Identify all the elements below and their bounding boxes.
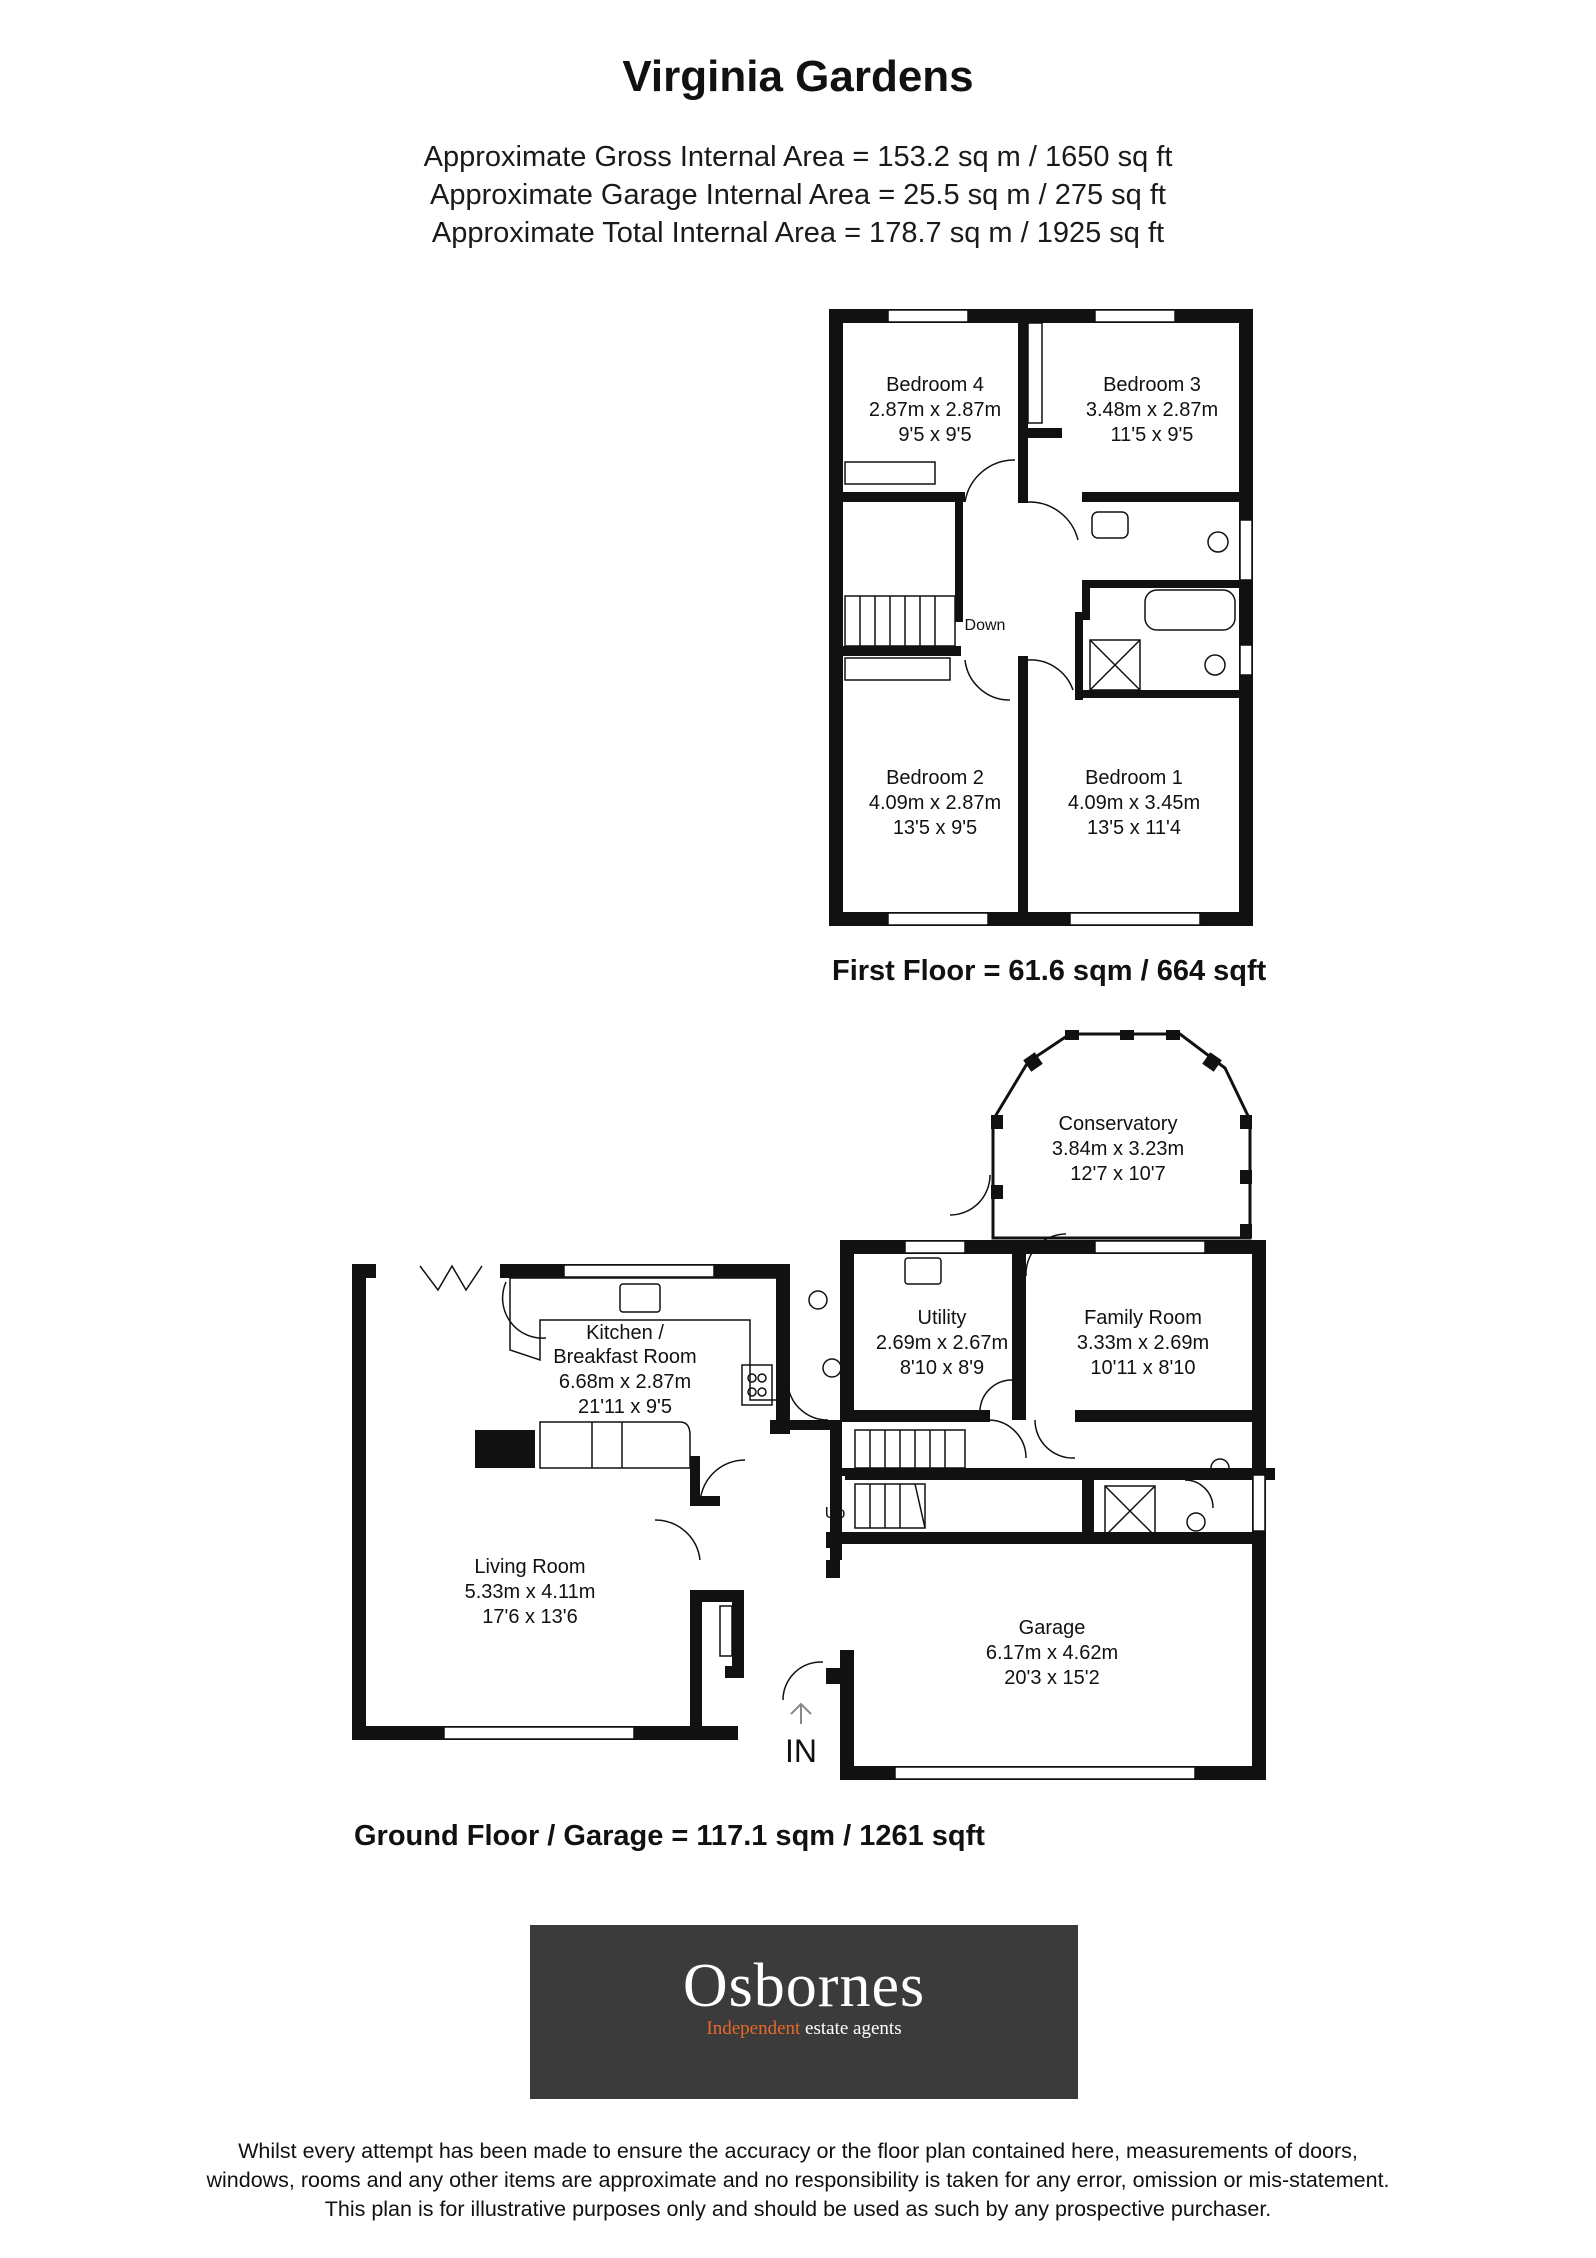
agent-tagline-rest: estate agents bbox=[800, 2018, 902, 2039]
stairs-down-label: Down bbox=[965, 617, 1006, 634]
agent-tagline-accent: Independent bbox=[706, 2018, 801, 2039]
area-summary: Approximate Gross Internal Area = 153.2 … bbox=[0, 138, 1596, 252]
kitchen-name-2: Breakfast Room bbox=[553, 1346, 696, 1368]
bedroom4-metric: 2.87m x 2.87m bbox=[869, 399, 1001, 421]
first-floor-plan: Bedroom 4 2.87m x 2.87m 9'5 x 9'5 Bedroo… bbox=[829, 309, 1253, 926]
bedroom3-imperial: 11'5 x 9'5 bbox=[1111, 424, 1194, 446]
bathroom-fixtures bbox=[1089, 511, 1236, 691]
bedroom2-metric: 4.09m x 2.87m bbox=[869, 792, 1001, 814]
entrance-label: IN bbox=[785, 1733, 817, 1769]
plan-title: Virginia Gardens bbox=[622, 52, 974, 101]
bedroom2-imperial: 13'5 x 9'5 bbox=[893, 817, 977, 839]
bedroom4-name: Bedroom 4 bbox=[886, 374, 984, 396]
utility-imperial: 8'10 x 8'9 bbox=[900, 1357, 984, 1379]
conservatory-outline bbox=[991, 1030, 1252, 1240]
bedroom4-imperial: 9'5 x 9'5 bbox=[898, 424, 971, 446]
stairs-up-label: Up bbox=[825, 1505, 846, 1522]
kitchen-name: Kitchen / bbox=[586, 1322, 664, 1344]
garage-metric: 6.17m x 4.62m bbox=[986, 1642, 1118, 1664]
bedroom1-metric: 4.09m x 3.45m bbox=[1068, 792, 1200, 814]
first-floor-total: First Floor = 61.6 sqm / 664 sqft bbox=[832, 955, 1267, 987]
kitchen-metric: 6.68m x 2.87m bbox=[559, 1371, 691, 1393]
conservatory-name: Conservatory bbox=[1059, 1113, 1178, 1135]
disclaimer-line-2: windows, rooms and any other items are a… bbox=[206, 2168, 1390, 2192]
agent-tagline: Independent estate agents bbox=[530, 2018, 1078, 2040]
bedroom1-name: Bedroom 1 bbox=[1085, 767, 1183, 789]
garage-name: Garage bbox=[1019, 1617, 1086, 1639]
bedroom3-metric: 3.48m x 2.87m bbox=[1086, 399, 1218, 421]
total-area: Approximate Total Internal Area = 178.7 … bbox=[431, 217, 1165, 249]
disclaimer-line-1: Whilst every attempt has been made to en… bbox=[238, 2139, 1358, 2163]
ground-floor-total: Ground Floor / Garage = 117.1 sqm / 1261… bbox=[354, 1820, 985, 1852]
kitchen-fixtures bbox=[509, 1257, 1230, 1657]
living-room-imperial: 17'6 x 13'6 bbox=[482, 1606, 578, 1628]
bedroom2-name: Bedroom 2 bbox=[886, 767, 984, 789]
conservatory-metric: 3.84m x 3.23m bbox=[1052, 1138, 1184, 1160]
ground-floor-stairs bbox=[854, 1429, 966, 1529]
ground-floor-doors bbox=[419, 1174, 1214, 1701]
bedroom3-name: Bedroom 3 bbox=[1103, 374, 1201, 396]
family-room-name: Family Room bbox=[1084, 1307, 1202, 1329]
gross-area: Approximate Gross Internal Area = 153.2 … bbox=[423, 141, 1173, 173]
first-floor-windows bbox=[887, 309, 1253, 926]
ground-floor-plan: Conservatory 3.84m x 3.23m 12'7 x 10'7 K… bbox=[352, 1030, 1275, 1780]
first-floor-stairs bbox=[844, 595, 956, 647]
bedroom1-imperial: 13'5 x 11'4 bbox=[1087, 817, 1181, 839]
agent-logo: Osbornes Independent estate agents bbox=[530, 1925, 1078, 2099]
conservatory-imperial: 12'7 x 10'7 bbox=[1070, 1163, 1166, 1185]
agent-name: Osbornes bbox=[682, 1952, 926, 2020]
utility-name: Utility bbox=[918, 1307, 967, 1329]
entrance-arrow-icon bbox=[790, 1702, 812, 1724]
first-floor-doors bbox=[964, 459, 1079, 701]
living-room-metric: 5.33m x 4.11m bbox=[465, 1581, 596, 1603]
ground-floor-windows bbox=[443, 1240, 1266, 1780]
garage-area: Approximate Garage Internal Area = 25.5 … bbox=[430, 179, 1166, 211]
utility-metric: 2.69m x 2.67m bbox=[876, 1332, 1008, 1354]
kitchen-imperial: 21'11 x 9'5 bbox=[578, 1396, 672, 1418]
living-room-name: Living Room bbox=[474, 1556, 585, 1578]
family-room-imperial: 10'11 x 8'10 bbox=[1090, 1357, 1195, 1379]
wardrobes bbox=[844, 322, 1043, 681]
disclaimer-line-3: This plan is for illustrative purposes o… bbox=[324, 2197, 1272, 2221]
disclaimer: Whilst every attempt has been made to en… bbox=[60, 2137, 1536, 2224]
family-room-metric: 3.33m x 2.69m bbox=[1077, 1332, 1209, 1354]
garage-imperial: 20'3 x 15'2 bbox=[1004, 1667, 1100, 1689]
